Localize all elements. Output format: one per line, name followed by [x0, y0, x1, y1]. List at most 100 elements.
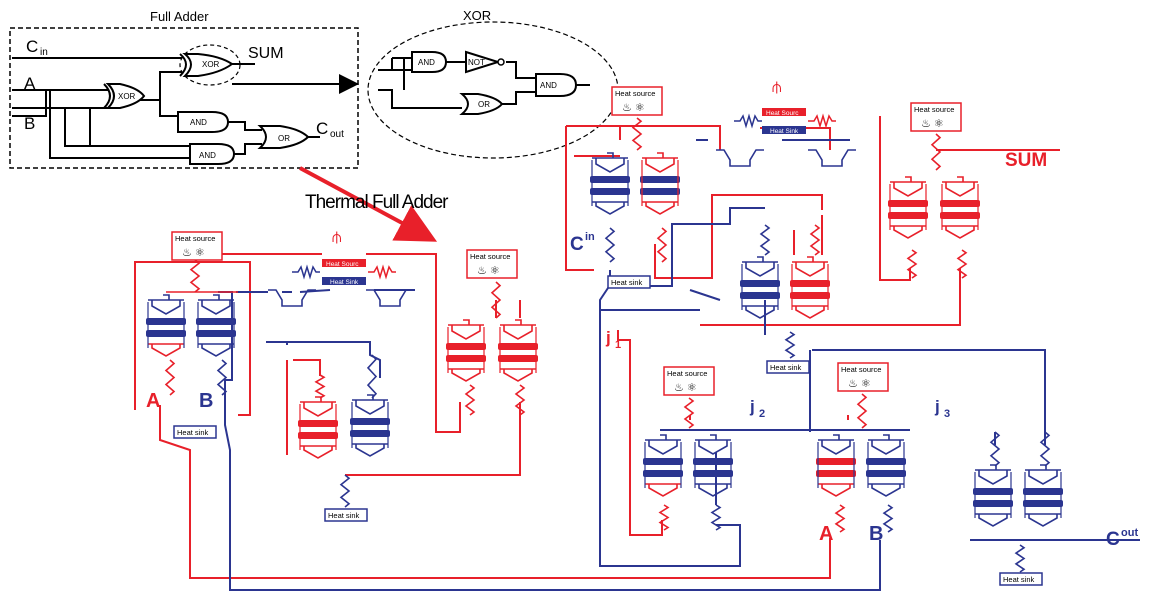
cell-top — [868, 435, 904, 454]
thermal-sum-label: SUM — [1005, 150, 1047, 171]
heat-source-6-label: Heat source — [841, 365, 881, 374]
cell-bar — [940, 200, 980, 207]
heat-bar-1: Heat Sourc Heat Sink ⫛ — [292, 229, 396, 286]
cell-bar — [740, 280, 780, 287]
cell-bar — [640, 188, 680, 195]
cell-bar — [298, 432, 338, 439]
cell-bottom — [742, 306, 778, 318]
cell-top — [942, 177, 978, 196]
fire-atom-icon: ♨ ⚛ — [622, 102, 645, 114]
cell-bar — [196, 330, 236, 337]
heat-sink-5: Heat sink — [1000, 573, 1042, 585]
heat-source-3: Heat source ♨ ⚛ — [612, 87, 662, 115]
heat-source-4: Heat source ♨ ⚛ — [911, 103, 961, 131]
thermal-a2-label: A — [819, 523, 833, 545]
heat-source-2-label: Heat source — [470, 252, 510, 261]
cell-bar — [940, 212, 980, 219]
thermal-a-label: A — [146, 390, 160, 412]
cell-bar — [446, 355, 486, 362]
full-adder-title: Full Adder — [150, 9, 209, 24]
cell-bottom — [695, 484, 731, 496]
resistor — [191, 260, 199, 292]
cell-top — [642, 153, 678, 172]
thermal-cout-label: C — [1106, 529, 1120, 550]
cell-bar — [350, 430, 390, 437]
fire-atom-icon: ♨ ⚛ — [477, 265, 500, 277]
resistor — [884, 505, 892, 532]
cell-top — [742, 257, 778, 276]
heat-source-1-label: Heat source — [175, 234, 215, 243]
xor-detail-and2-label: AND — [540, 81, 557, 90]
cell-bottom — [642, 202, 678, 214]
cell-bar — [866, 470, 906, 477]
heat-sink-3: Heat sink — [608, 276, 650, 288]
cout-label: C — [316, 119, 328, 138]
cell-top — [695, 435, 731, 454]
heat-source-5-label: Heat source — [667, 369, 707, 378]
cell-bottom — [818, 484, 854, 496]
cell-bar — [446, 343, 486, 350]
xor-detail-and-gate: AND — [412, 52, 446, 72]
cell-bottom — [942, 226, 978, 238]
resistor — [658, 228, 666, 262]
cell-bottom — [645, 484, 681, 496]
resistor — [466, 385, 474, 415]
heat-source-3-label: Heat source — [615, 89, 655, 98]
resistor — [712, 505, 720, 530]
j2-label: j — [749, 397, 755, 416]
cell-bottom — [868, 484, 904, 496]
cell-top — [1025, 465, 1061, 484]
thermal-b-label: B — [199, 390, 213, 412]
resistor — [761, 225, 769, 255]
cell-bar — [693, 458, 733, 465]
cell-bar — [643, 470, 683, 477]
cin-label: C — [26, 37, 38, 56]
cout-subscript: out — [330, 129, 344, 140]
xor-detail-title: XOR — [463, 8, 491, 23]
coupler — [716, 150, 764, 166]
cell-bar — [640, 176, 680, 183]
resistor — [316, 375, 324, 398]
cell-bar — [973, 500, 1013, 507]
and-gate-1-label: AND — [190, 118, 207, 127]
cell-bar — [643, 458, 683, 465]
fire-atom-icon: ♨ ⚛ — [848, 378, 871, 390]
sum-output-label: SUM — [248, 45, 284, 62]
resistor — [836, 505, 844, 532]
thermal-cin-label: C — [570, 234, 584, 255]
thermal-wires — [135, 116, 1140, 590]
cell-top — [975, 465, 1011, 484]
thermal-elements — [146, 118, 1063, 572]
cell-bar — [498, 343, 538, 350]
radiation-icon: ⫛ — [772, 79, 782, 96]
cell-top — [890, 177, 926, 196]
cell-bar — [693, 470, 733, 477]
cell-bottom — [792, 306, 828, 318]
resistor — [932, 134, 940, 170]
heat-bar-1-sink-label: Heat Sink — [330, 279, 359, 286]
resistor — [811, 225, 819, 255]
xor-detail-or-gate: OR — [462, 94, 502, 114]
cell-bar — [1023, 488, 1063, 495]
coupler — [366, 290, 414, 306]
cell-bar — [146, 330, 186, 337]
cell-bar — [590, 188, 630, 195]
j3-label: j — [934, 397, 940, 416]
xor-detail-and-label: AND — [418, 58, 435, 67]
xor-detail: XOR AND NOT OR AND — [368, 8, 618, 158]
cell-bar — [888, 200, 928, 207]
logic-full-adder: Full Adder C in A B XOR — [10, 9, 358, 168]
cell-bar — [590, 176, 630, 183]
cell-top — [148, 295, 184, 314]
heat-bar-2-sink-label: Heat Sink — [770, 128, 799, 135]
resistor — [341, 475, 349, 507]
cell-bar — [790, 292, 830, 299]
resistor — [368, 355, 376, 398]
heat-bar-1-source-label: Heat Sourc — [326, 261, 359, 268]
cell-bar — [498, 355, 538, 362]
cell-top — [352, 395, 388, 414]
heat-sink-4-label: Heat sink — [770, 363, 802, 372]
j1-subscript: 1 — [615, 339, 621, 351]
xor-detail-or-label: OR — [478, 100, 490, 109]
thermal-cout-sup: out — [1121, 527, 1138, 539]
